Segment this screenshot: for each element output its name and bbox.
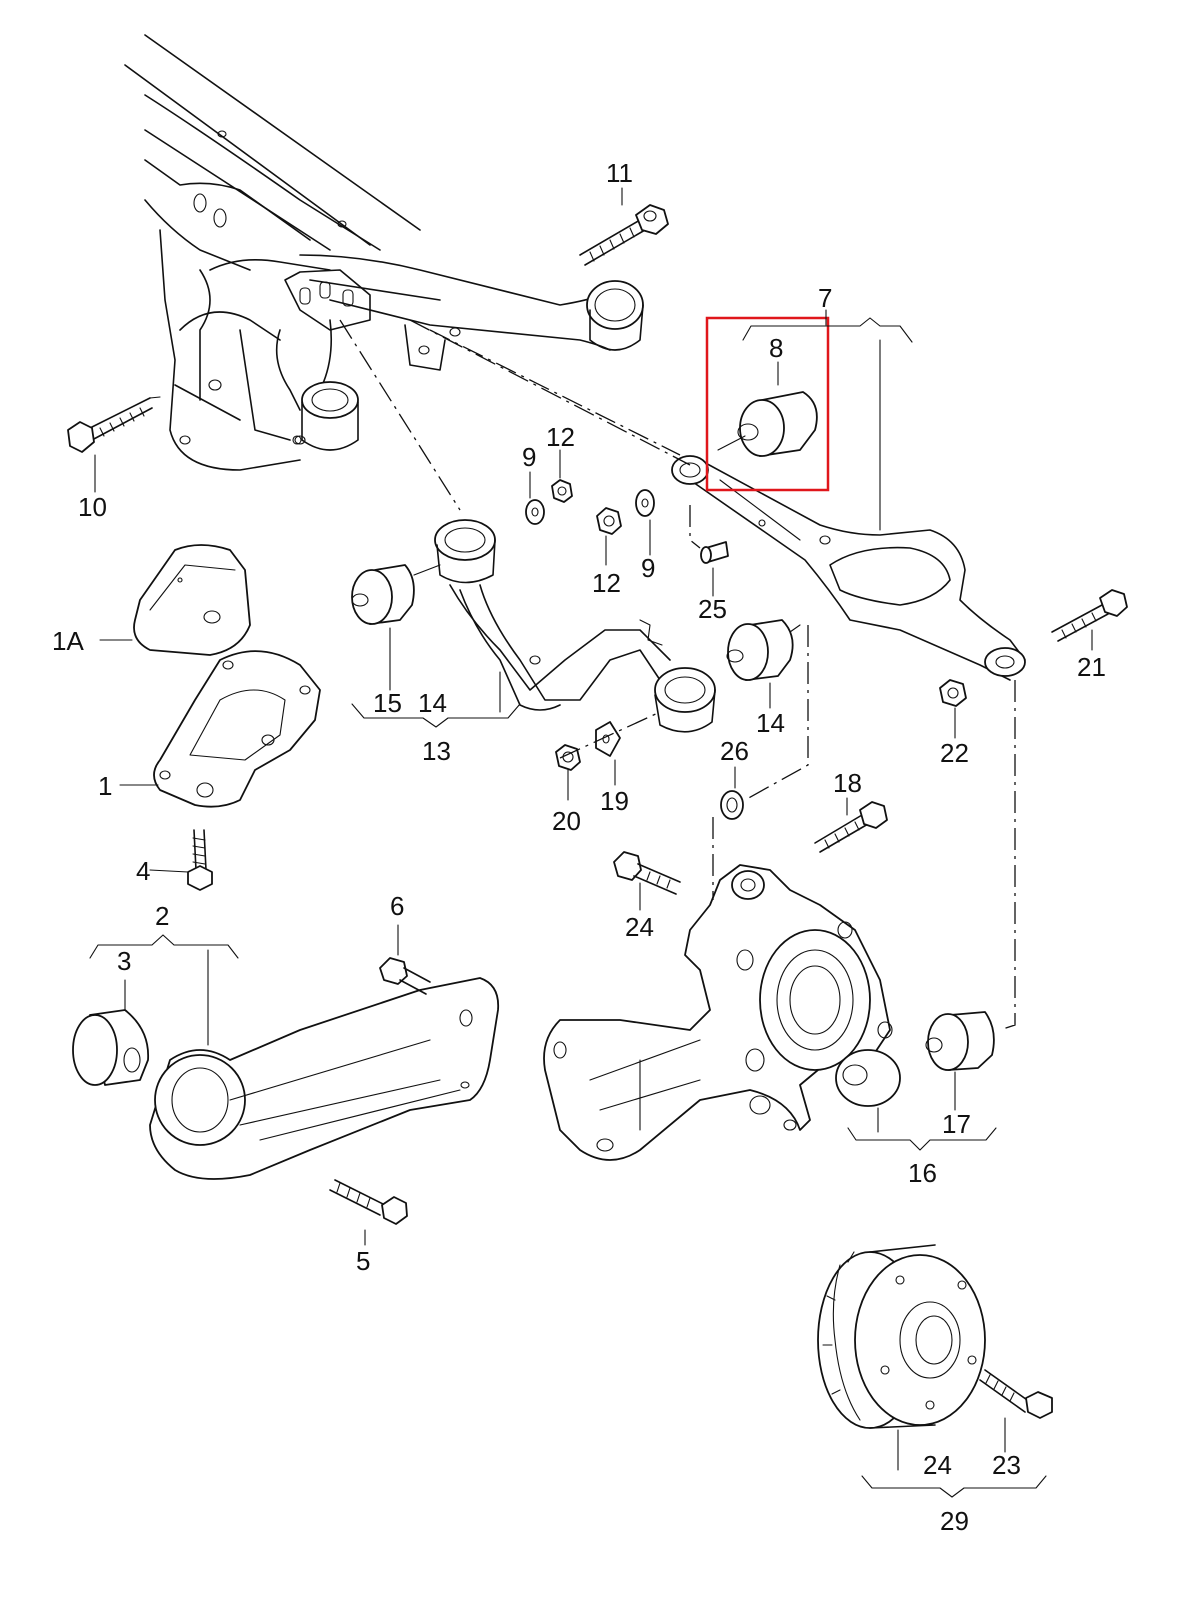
label-13: 13 bbox=[422, 736, 451, 766]
control-arm-7 bbox=[671, 455, 1026, 681]
bushing-3 bbox=[72, 1009, 149, 1086]
bushing-16 bbox=[835, 1049, 901, 1107]
label-6: 6 bbox=[390, 891, 404, 921]
label-25: 25 bbox=[698, 594, 727, 624]
rivet-25 bbox=[700, 541, 729, 564]
bolt-5 bbox=[329, 1179, 408, 1225]
bolt-24 bbox=[613, 851, 681, 895]
nut-20 bbox=[555, 744, 581, 771]
washer-9-b bbox=[635, 489, 655, 517]
label-23: 23 bbox=[992, 1450, 1021, 1480]
label-12-a: 12 bbox=[546, 422, 575, 452]
label-9-b: 9 bbox=[641, 553, 655, 583]
control-arm-13 bbox=[434, 519, 716, 733]
label-11: 11 bbox=[606, 158, 633, 188]
label-1: 1 bbox=[98, 771, 112, 801]
label-8: 8 bbox=[769, 333, 783, 363]
label-14-a: 14 bbox=[418, 688, 447, 718]
bushing-15 bbox=[351, 564, 441, 625]
bushing-8 bbox=[717, 391, 818, 457]
bolt-6 bbox=[379, 957, 431, 995]
label-4: 4 bbox=[136, 856, 150, 886]
assembly-lines bbox=[339, 319, 1016, 1031]
label-10: 10 bbox=[78, 492, 107, 522]
label-2: 2 bbox=[155, 901, 169, 931]
label-21: 21 bbox=[1077, 652, 1106, 682]
label-12-b: 12 bbox=[592, 568, 621, 598]
leader-lines bbox=[94, 187, 1093, 1471]
wheel-knuckle bbox=[543, 864, 893, 1161]
label-1a: 1A bbox=[52, 626, 84, 656]
group-brackets bbox=[89, 317, 1047, 1498]
lock-washer-26 bbox=[720, 790, 744, 820]
label-15: 15 bbox=[373, 688, 402, 718]
bolt-23 bbox=[979, 1369, 1053, 1419]
bolt-11 bbox=[579, 204, 669, 266]
label-22: 22 bbox=[940, 738, 969, 768]
nut-12-a bbox=[551, 479, 573, 503]
label-9-a: 9 bbox=[522, 442, 536, 472]
bushing-17 bbox=[925, 1011, 995, 1071]
part-labels: 11 7 8 10 9 12 12 9 25 1A 21 15 14 14 13… bbox=[52, 158, 1106, 1536]
bushing-14 bbox=[726, 619, 801, 681]
label-3: 3 bbox=[117, 946, 131, 976]
wheel-hub-29 bbox=[817, 1244, 986, 1429]
washer-9-a bbox=[525, 499, 545, 525]
bracket-1 bbox=[153, 650, 321, 808]
label-14-b: 14 bbox=[756, 708, 785, 738]
label-24-b: 24 bbox=[923, 1450, 952, 1480]
label-18: 18 bbox=[833, 768, 862, 798]
label-16: 16 bbox=[908, 1158, 937, 1188]
washer-19 bbox=[595, 721, 621, 757]
cover-1a bbox=[133, 544, 251, 656]
label-29: 29 bbox=[940, 1506, 969, 1536]
screw-4 bbox=[187, 829, 213, 891]
nut-12-b bbox=[596, 507, 622, 535]
label-19: 19 bbox=[600, 786, 629, 816]
nut-22 bbox=[939, 679, 967, 707]
bolt-18 bbox=[814, 801, 888, 853]
bolt-21 bbox=[1051, 589, 1128, 642]
label-20: 20 bbox=[552, 806, 581, 836]
label-26: 26 bbox=[720, 736, 749, 766]
highlight-box bbox=[705, 316, 830, 492]
label-5: 5 bbox=[356, 1246, 370, 1276]
bolt-10 bbox=[67, 396, 161, 453]
label-7: 7 bbox=[818, 283, 832, 313]
subframe bbox=[124, 34, 644, 471]
trailing-arm-2 bbox=[149, 977, 500, 1180]
label-17: 17 bbox=[942, 1109, 971, 1139]
label-24-a: 24 bbox=[625, 912, 654, 942]
